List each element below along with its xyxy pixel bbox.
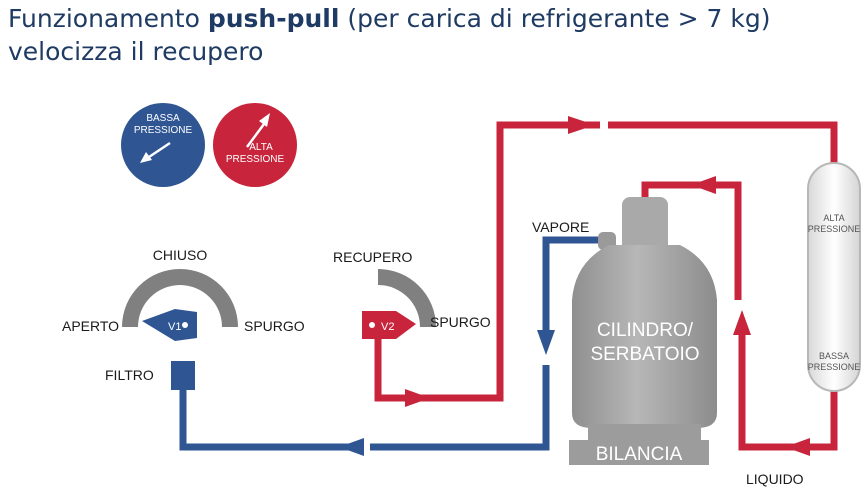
valve-2-recovery-label: RECUPERO (333, 249, 412, 265)
storage-tank: ALTA PRESSIONE BASSA PRESSIONE (807, 162, 861, 392)
blue-pipes (179, 236, 600, 451)
svg-text:BASSA: BASSA (146, 113, 180, 124)
valve-1-purge-label: SPURGO (244, 318, 305, 334)
valve-2-purge-label: SPURGO (430, 314, 491, 330)
arrow-left-icon (339, 438, 364, 456)
svg-text:ALTA: ALTA (249, 142, 273, 153)
filter-block (171, 361, 195, 390)
tank-low-label-1: BASSA (819, 351, 849, 361)
page-title: Funzionamento push-pull (per carica di r… (8, 2, 771, 68)
svg-text:PRESSIONE: PRESSIONE (134, 125, 193, 136)
tank-high-label-1: ALTA (823, 213, 844, 223)
valve-2: V2 RECUPERO SPURGO (333, 249, 491, 339)
arrow-left-icon (785, 438, 810, 456)
arrow-left-icon (691, 176, 716, 194)
svg-text:PRESSIONE: PRESSIONE (226, 154, 285, 165)
arrow-up-icon (733, 310, 751, 335)
valve-1-open-label: APERTO (62, 318, 119, 334)
filter-label: FILTRO (105, 367, 154, 383)
legend-high-pressure: ALTA PRESSIONE (213, 103, 297, 187)
vapor-label: VAPORE (532, 219, 589, 235)
title-bold: push-pull (207, 4, 340, 33)
arrow-right-icon (568, 116, 595, 134)
title-line-2: velocizza il recupero (8, 37, 264, 66)
liquid-label: LIQUIDO (746, 471, 804, 487)
legend-low-pressure: BASSA PRESSIONE (121, 103, 205, 187)
blue-arrowheads (339, 330, 555, 456)
recovery-cylinder: CILINDRO/ SERBATOIO BILANCIA (569, 197, 717, 465)
arrow-down-left-icon (140, 141, 171, 163)
tank-low-label-2: PRESSIONE (808, 362, 861, 372)
red-arrowheads (405, 116, 810, 456)
arrow-up-right-icon (245, 113, 270, 148)
valve-1: V1 CHIUSO APERTO SPURGO (62, 247, 305, 341)
arrow-down-icon (537, 330, 555, 355)
title-line-1: Funzionamento push-pull (per carica di r… (8, 4, 771, 33)
scale-label: BILANCIA (596, 444, 683, 465)
valve-1-closed-label: CHIUSO (153, 247, 208, 263)
cylinder-label-2: SERBATOIO (590, 344, 699, 365)
valve-2-tag: V2 (381, 321, 394, 333)
arrow-right-icon (405, 389, 430, 407)
tank-high-label-2: PRESSIONE (808, 224, 861, 234)
valve-1-tag: V1 (168, 321, 181, 333)
cylinder-label-1: CILINDRO/ (597, 320, 694, 341)
